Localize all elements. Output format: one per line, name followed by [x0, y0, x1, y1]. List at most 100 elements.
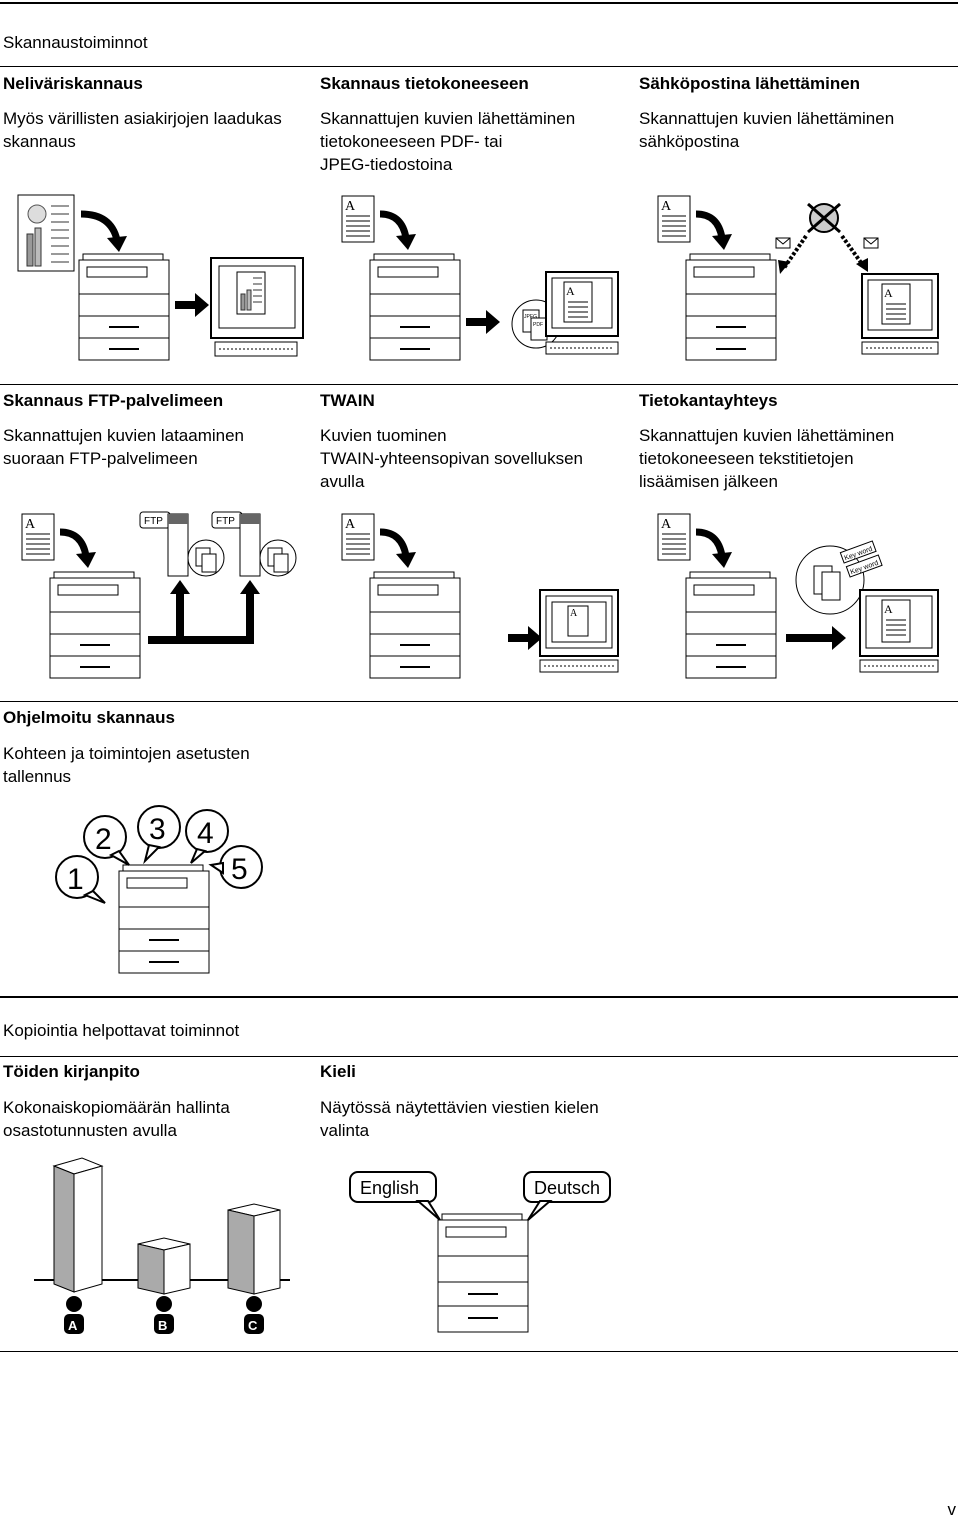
language-bubble: Deutsch — [523, 1171, 611, 1221]
transfer-arrow-icon — [175, 293, 209, 317]
svg-text:FTP: FTP — [216, 516, 235, 527]
document-icon: A — [657, 195, 691, 243]
network-globe-icon — [807, 202, 841, 234]
svg-text:Deutsch: Deutsch — [534, 1178, 600, 1198]
copier-icon — [49, 571, 141, 679]
feed-arrow-icon — [80, 210, 121, 241]
color-document-icon — [17, 194, 75, 272]
feature-title: Skannaus tietokoneeseen — [320, 74, 529, 93]
transfer-arrow-icon — [786, 626, 846, 650]
svg-text:A: A — [566, 284, 575, 298]
bottom-rule — [0, 1351, 958, 1352]
svg-text:A: A — [661, 199, 672, 214]
ftp-illustration: A FTP FTP — [21, 511, 297, 679]
department-user-icon: B — [154, 1296, 174, 1334]
svg-text:FTP: FTP — [144, 516, 163, 527]
computer-icon: A — [859, 589, 939, 673]
copier-icon — [369, 253, 461, 361]
feed-arrow-icon — [695, 210, 726, 239]
database-illustration: A Key word Key word A — [657, 513, 939, 679]
feed-arrow-icon — [379, 528, 410, 557]
ftp-server-icon: FTP — [139, 511, 225, 577]
feature-title: Sähköpostina lähettäminen — [639, 74, 861, 93]
svg-text:A: A — [345, 517, 356, 532]
feed-arrow-icon — [59, 528, 90, 557]
computer-icon — [210, 257, 304, 357]
step-bubble: 1 — [55, 855, 106, 904]
step-bubble: 5 — [208, 845, 263, 889]
svg-text:A: A — [661, 517, 672, 532]
job-accounting-illustration: A B C — [34, 1157, 290, 1334]
language-bubble: English — [349, 1171, 441, 1221]
section-heading-copy: Kopiointia helpottavat toiminnot — [3, 1021, 240, 1040]
svg-text:A: A — [345, 199, 356, 214]
svg-text:A: A — [884, 602, 893, 616]
feature-title: Töiden kirjanpito — [3, 1062, 140, 1081]
tower-icon — [137, 1237, 191, 1295]
computer-icon: A — [539, 589, 619, 673]
svg-text:2: 2 — [95, 823, 112, 856]
step-bubble: 4 — [185, 809, 229, 864]
feature-title: Skannaus FTP-palvelimeen — [3, 391, 224, 410]
section-heading-scan: Skannaustoiminnot — [3, 33, 148, 52]
svg-text:3: 3 — [149, 813, 166, 846]
section-rule — [0, 701, 958, 702]
language-illustration: English Deutsch — [349, 1171, 611, 1333]
copier-icon — [369, 571, 461, 679]
computer-icon: A — [545, 271, 619, 355]
department-user-icon: A — [64, 1296, 84, 1334]
svg-text:PDF: PDF — [533, 322, 543, 328]
section-rule — [0, 384, 958, 385]
upload-arrow-icon — [148, 580, 260, 644]
feed-arrow-icon — [379, 210, 410, 239]
feed-arrow-icon — [695, 528, 726, 557]
tower-icon — [227, 1203, 281, 1295]
feature-title: Kieli — [320, 1062, 356, 1081]
ftp-server-icon: FTP — [211, 511, 297, 577]
svg-text:A: A — [25, 517, 36, 532]
section-rule — [0, 996, 958, 998]
step-bubble: 3 — [137, 805, 181, 865]
tower-icon — [52, 1157, 104, 1293]
copier-icon — [437, 1213, 529, 1333]
envelope-icon — [775, 237, 879, 249]
svg-text:English: English — [360, 1178, 419, 1198]
keyword-tag-icon: Key word Key word — [795, 540, 883, 615]
computer-icon: A — [861, 273, 939, 355]
copier-icon — [685, 253, 777, 361]
transfer-arrow-icon — [466, 310, 500, 334]
top-rule — [0, 2, 958, 4]
feature-title: TWAIN — [320, 391, 375, 410]
document-icon: A — [341, 513, 375, 561]
step-bubble: 2 — [83, 815, 130, 866]
svg-text:C: C — [248, 1318, 258, 1333]
feature-title: Neliväriskannaus — [3, 74, 143, 93]
department-user-icon: C — [244, 1296, 264, 1334]
svg-text:1: 1 — [67, 863, 84, 896]
page-number: v — [947, 1500, 957, 1519]
svg-text:JPEG: JPEG — [524, 314, 537, 320]
copier-icon — [118, 864, 210, 974]
svg-text:5: 5 — [231, 853, 248, 886]
document-icon: A — [657, 513, 691, 561]
color-scan-illustration — [17, 194, 304, 361]
section-rule — [0, 66, 958, 67]
feature-title: Ohjelmoitu skannaus — [3, 708, 175, 727]
svg-text:4: 4 — [197, 817, 214, 850]
document-icon: A — [21, 513, 55, 561]
svg-text:A: A — [68, 1318, 78, 1333]
svg-text:A: A — [570, 608, 578, 619]
email-illustration: A A — [657, 195, 939, 361]
transfer-arrow-icon — [508, 626, 542, 650]
copier-icon — [685, 571, 777, 679]
svg-text:A: A — [884, 286, 893, 300]
section-rule — [0, 1056, 958, 1057]
